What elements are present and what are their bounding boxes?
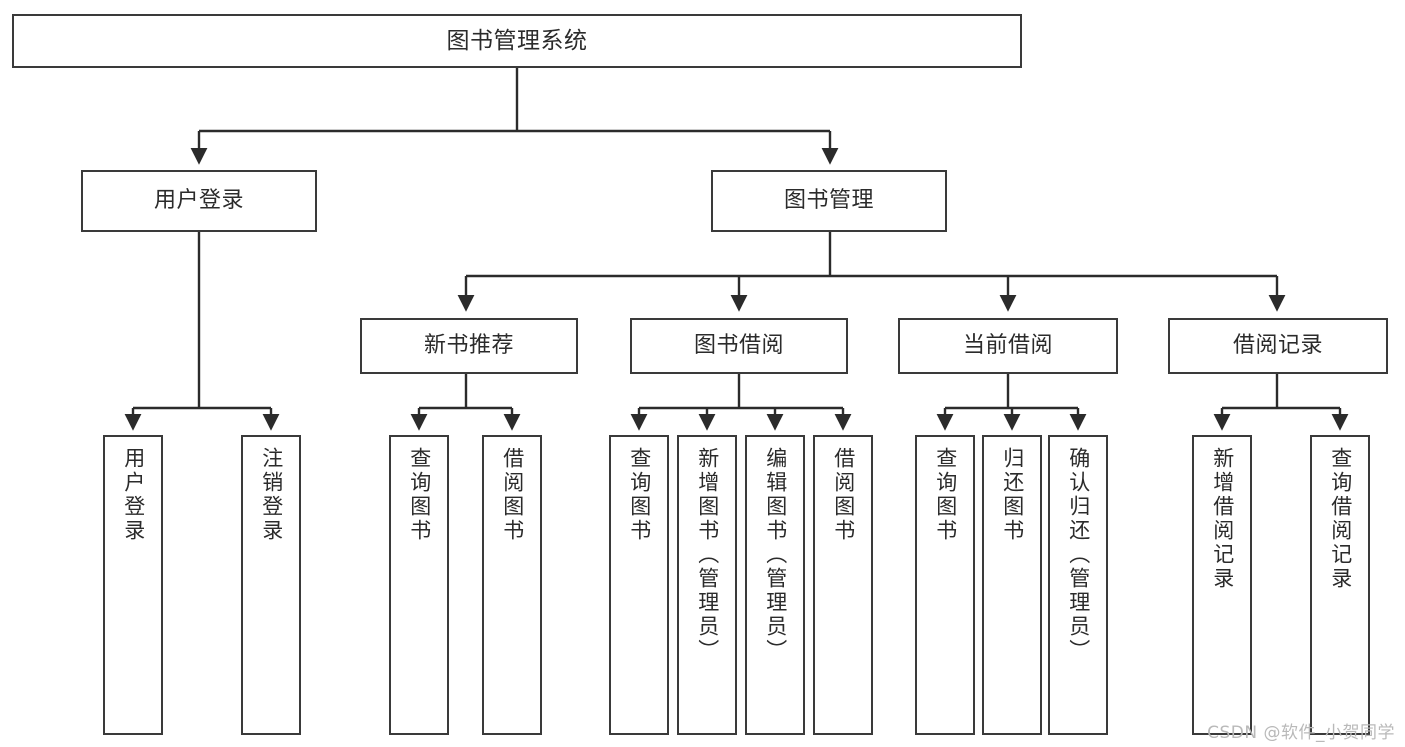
leaf-book-borrow-query[interactable]: 查询图书 xyxy=(609,435,669,735)
node-label: 图书管理系统 xyxy=(446,27,588,54)
leaf-new-book-query[interactable]: 查询图书 xyxy=(389,435,449,735)
node-label: 图书管理 xyxy=(783,188,874,214)
node-label: 查询图书 xyxy=(407,447,432,543)
node-label: 新增借阅记录 xyxy=(1210,447,1235,591)
node-label: 借阅记录 xyxy=(1232,333,1323,359)
node-label: 借阅图书 xyxy=(500,447,525,543)
leaf-book-borrow-edit[interactable]: 编辑图书（管理员） xyxy=(745,435,805,735)
leaf-user-login-logout[interactable]: 注销登录 xyxy=(241,435,301,735)
node-new-book-recommend[interactable]: 新书推荐 xyxy=(360,318,578,374)
node-label: 当前借阅 xyxy=(962,333,1053,359)
node-book-borrow[interactable]: 图书借阅 xyxy=(630,318,848,374)
node-label: 确认归还（管理员） xyxy=(1066,447,1091,663)
leaf-current-borrow-return[interactable]: 归还图书 xyxy=(982,435,1042,735)
node-current-borrow[interactable]: 当前借阅 xyxy=(898,318,1118,374)
node-label: 用户登录 xyxy=(121,447,146,543)
node-user-login[interactable]: 用户登录 xyxy=(81,170,317,232)
node-label: 归还图书 xyxy=(1000,447,1025,543)
node-borrow-record[interactable]: 借阅记录 xyxy=(1168,318,1388,374)
node-label: 用户登录 xyxy=(153,188,244,214)
leaf-borrow-record-add[interactable]: 新增借阅记录 xyxy=(1192,435,1252,735)
node-label: 新书推荐 xyxy=(423,333,514,359)
node-label: 查询图书 xyxy=(627,447,652,543)
leaf-current-borrow-confirm-return[interactable]: 确认归还（管理员） xyxy=(1048,435,1108,735)
leaf-book-borrow-add[interactable]: 新增图书（管理员） xyxy=(677,435,737,735)
leaf-borrow-record-query[interactable]: 查询借阅记录 xyxy=(1310,435,1370,735)
watermark-text: CSDN @软件_小贺同学 xyxy=(1207,723,1395,743)
leaf-new-book-borrow[interactable]: 借阅图书 xyxy=(482,435,542,735)
node-label: 查询图书 xyxy=(933,447,958,543)
node-label: 编辑图书（管理员） xyxy=(763,447,788,663)
leaf-book-borrow-borrow[interactable]: 借阅图书 xyxy=(813,435,873,735)
leaf-current-borrow-query[interactable]: 查询图书 xyxy=(915,435,975,735)
node-label: 查询借阅记录 xyxy=(1328,447,1353,591)
leaf-user-login-login[interactable]: 用户登录 xyxy=(103,435,163,735)
node-root-system[interactable]: 图书管理系统 xyxy=(12,14,1022,68)
node-label: 新增图书（管理员） xyxy=(695,447,720,663)
node-book-management[interactable]: 图书管理 xyxy=(711,170,947,232)
node-label: 注销登录 xyxy=(259,447,284,543)
node-label: 图书借阅 xyxy=(693,333,784,359)
node-label: 借阅图书 xyxy=(831,447,856,543)
